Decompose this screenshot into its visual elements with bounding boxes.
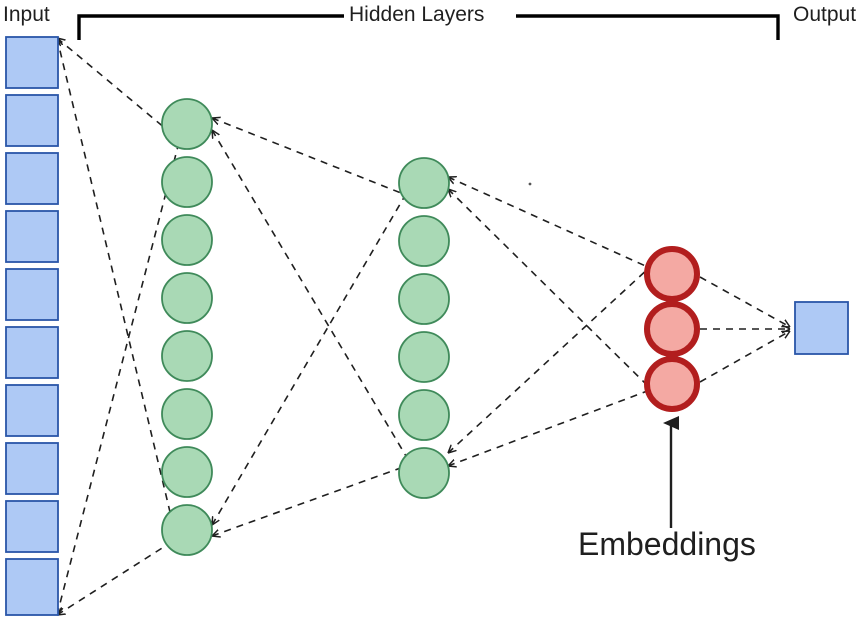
hidden1-node[interactable] — [161, 214, 213, 266]
input-node[interactable] — [5, 268, 59, 321]
input-label: Input — [3, 3, 50, 26]
hidden-layers-label: Hidden Layers — [349, 3, 485, 26]
edges-hidden1-to-hidden2 — [212, 118, 407, 536]
input-layer — [5, 36, 59, 616]
hidden1-node[interactable] — [161, 504, 213, 556]
edges-input-to-hidden1 — [57, 38, 179, 615]
output-label: Output — [793, 3, 857, 26]
hidden1-node[interactable] — [161, 156, 213, 208]
hidden-layer-1 — [161, 98, 213, 556]
hidden2-node[interactable] — [398, 157, 450, 209]
input-node[interactable] — [5, 36, 59, 89]
hidden1-node[interactable] — [161, 272, 213, 324]
input-node[interactable] — [5, 210, 59, 263]
input-node[interactable] — [5, 442, 59, 495]
embedding-layer — [644, 246, 700, 412]
hidden2-node[interactable] — [398, 447, 450, 499]
hidden2-node[interactable] — [398, 215, 450, 267]
output-node[interactable] — [794, 301, 849, 355]
output-layer — [794, 301, 849, 355]
embeddings-label: Embeddings — [578, 526, 756, 562]
hidden-layer-2 — [398, 157, 450, 499]
embedding-node[interactable] — [644, 356, 700, 412]
embedding-node[interactable] — [644, 301, 700, 357]
hidden2-node[interactable] — [398, 389, 450, 441]
input-node[interactable] — [5, 384, 59, 437]
edges-hidden2-to-embeddings — [448, 177, 651, 466]
hidden1-node[interactable] — [161, 446, 213, 498]
input-node[interactable] — [5, 500, 59, 553]
edges-embeddings-to-output — [699, 276, 790, 383]
hidden1-node[interactable] — [161, 330, 213, 382]
hidden1-node[interactable] — [161, 98, 213, 150]
input-node[interactable] — [5, 94, 59, 147]
embedding-node[interactable] — [644, 246, 700, 302]
hidden2-node[interactable] — [398, 331, 450, 383]
hidden-layers-bracket — [77, 14, 780, 40]
input-node[interactable] — [5, 558, 59, 616]
input-node[interactable] — [5, 326, 59, 379]
hidden2-node[interactable] — [398, 273, 450, 325]
input-node[interactable] — [5, 152, 59, 205]
hidden1-node[interactable] — [161, 388, 213, 440]
